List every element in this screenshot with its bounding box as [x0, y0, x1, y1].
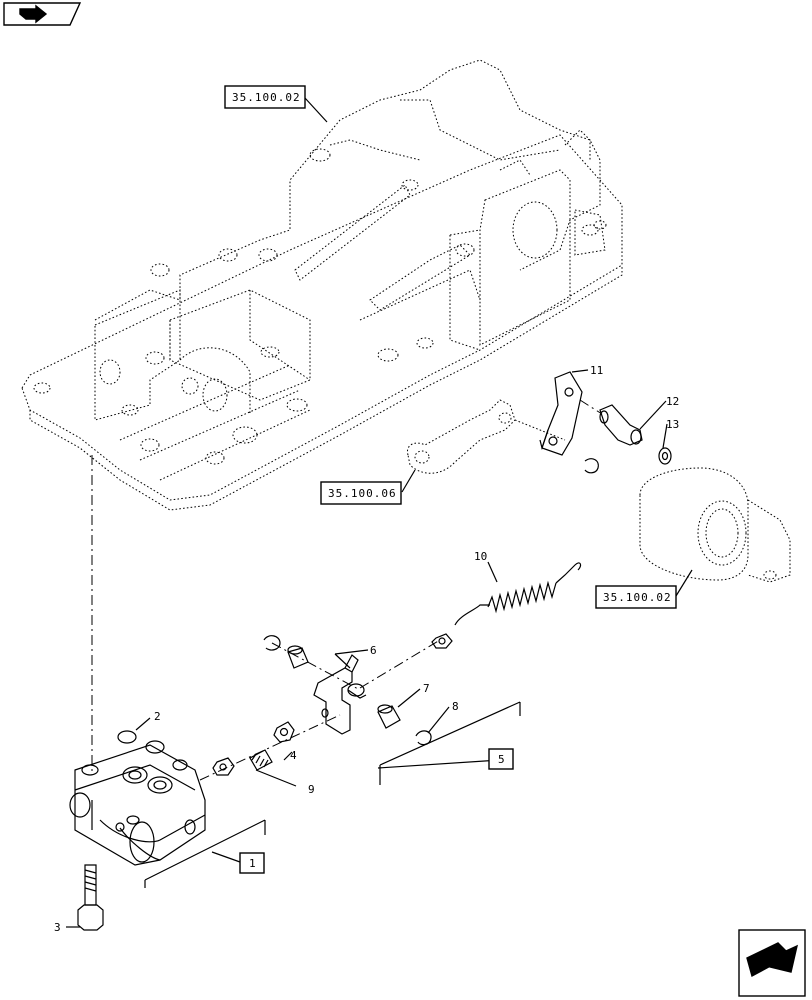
svg-text:35.100.02: 35.100.02 [232, 91, 301, 104]
svg-text:35.100.02: 35.100.02 [603, 591, 672, 604]
circlip-11[interactable] [584, 458, 599, 474]
lift-arm-phantom [639, 467, 791, 583]
bushing-part-7[interactable] [377, 704, 401, 729]
bracket-axis-line [271, 642, 361, 691]
group-1-label[interactable]: 1 [239, 852, 265, 874]
bracket-part-6[interactable] [313, 654, 367, 735]
reference-box-arm[interactable]: 35.100.02 [595, 585, 677, 609]
valve-body-part-1[interactable] [69, 744, 206, 866]
next-page-arrow-icon[interactable] [738, 929, 806, 997]
callout-11: 11 [590, 364, 603, 377]
reference-box-top[interactable]: 35.100.02 [224, 85, 306, 109]
pin-part-12[interactable] [579, 399, 643, 446]
hydraulic-lift-housing [21, 59, 623, 511]
lift-link-phantom [406, 399, 566, 474]
circlip-6-left[interactable] [263, 635, 281, 651]
washer-part-13[interactable] [658, 447, 672, 465]
o-ring-part-2[interactable] [117, 730, 165, 754]
spring-axis-line [359, 639, 441, 689]
bracket-part-11[interactable] [539, 371, 583, 456]
callout-8: 8 [452, 700, 459, 713]
svg-text:35.100.06: 35.100.06 [328, 487, 397, 500]
callout-13: 13 [666, 418, 679, 431]
adjusting-screw-part-9[interactable] [249, 749, 273, 771]
nut-valve[interactable] [212, 757, 235, 776]
circlip-part-8[interactable] [415, 730, 432, 746]
bolt-part-3[interactable] [77, 864, 104, 931]
svg-text:1: 1 [249, 857, 256, 870]
callout-6: 6 [370, 644, 377, 657]
callout-12: 12 [666, 395, 679, 408]
group-1-leader [211, 851, 241, 863]
group-1-bracket [144, 819, 266, 888]
valve-axis-line [199, 714, 341, 781]
group-5-bracket [379, 701, 521, 785]
callout-7: 7 [423, 682, 430, 695]
callout-10: 10 [474, 550, 487, 563]
group-5-leader [377, 759, 501, 769]
group-5-label[interactable]: 5 [488, 748, 514, 770]
svg-text:5: 5 [498, 753, 505, 766]
nut-spring-end[interactable] [431, 633, 453, 649]
callout-leaders [66, 97, 693, 928]
callout-3: 3 [54, 921, 61, 934]
callout-2: 2 [154, 710, 161, 723]
nut-part-4[interactable] [273, 721, 295, 743]
callout-9: 9 [308, 783, 315, 796]
reference-box-link[interactable]: 35.100.06 [320, 481, 402, 505]
forward-arrow-icon[interactable] [3, 2, 82, 26]
callout-4: 4 [290, 749, 297, 762]
spring-part-10[interactable] [454, 562, 582, 626]
